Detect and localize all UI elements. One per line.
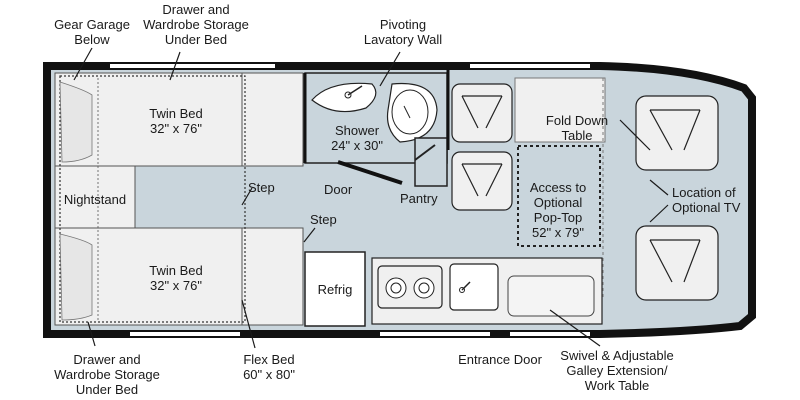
pillow-top (59, 81, 93, 163)
refrig-box (304, 251, 366, 327)
dinette-seats (451, 83, 513, 211)
pop-top-outline (517, 145, 601, 247)
sink-basin (311, 82, 377, 113)
pillow-bottom (59, 233, 93, 321)
fold-down-table (514, 77, 606, 143)
pantry-box (414, 137, 448, 187)
nightstand-box (54, 165, 136, 229)
label-pantry: Pantry (400, 191, 438, 206)
windows (110, 64, 590, 336)
label-step-1: Step (248, 180, 275, 195)
label-step-2: Step (310, 212, 337, 227)
exterior-wall (43, 62, 756, 338)
label-nightstand: Nightstand (63, 192, 127, 207)
galley-extension (507, 275, 595, 317)
galley-sink (449, 263, 499, 311)
twin-bed-top (54, 72, 304, 167)
label-door: Door (324, 182, 353, 197)
leader-lines (73, 47, 669, 349)
twin-bed-bottom (54, 227, 304, 326)
cab-seats (635, 95, 719, 301)
label-entrance-door: Entrance Door (458, 352, 542, 367)
label-refrig: Refrig (317, 282, 353, 297)
bath-door (337, 160, 403, 185)
